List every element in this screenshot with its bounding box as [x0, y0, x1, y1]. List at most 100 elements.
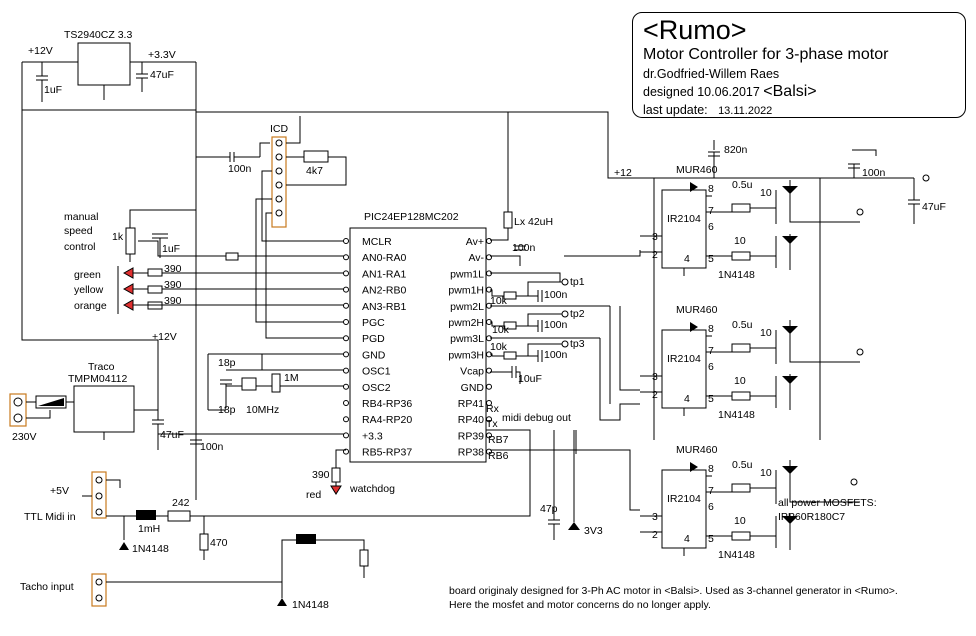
mcu-pin-dot-r [486, 432, 492, 439]
rb7-label: RB7 [488, 434, 509, 446]
gate-res-label: 10 [734, 515, 746, 527]
pwm2-res-label: 10k [492, 324, 510, 336]
led-yellow-res-label: 390 [164, 279, 182, 291]
av-cap-label: 100n [512, 242, 536, 254]
gate-res-hi [731, 343, 751, 353]
pot-value-label: 1k [112, 231, 124, 243]
title-block: <Rumo> Motor Controller for 3-phase moto… [632, 12, 966, 118]
mcu-left-pin: RA4-RP20 [362, 414, 412, 426]
led-orange: orange 390 [74, 266, 346, 314]
midi-label: TTL Midi in [24, 511, 76, 523]
mcu-left-pin: MCLR [362, 236, 392, 248]
gate-res-lo [731, 531, 751, 541]
icd-section: ICD 100n 4k7 [196, 116, 347, 339]
led-yellow: yellow 390 [74, 279, 346, 296]
osc-c2-label: 18p [218, 404, 236, 416]
psu-part-label: TMPM04112 [68, 373, 127, 385]
mcu-pin-dot-r [486, 238, 492, 244]
mcu-pin-dot-r [486, 400, 492, 406]
mcu-left-pin: RB4-RP36 [362, 398, 412, 410]
mcu-right-pin: RP38 [458, 447, 484, 459]
mosfet-lo-icon [782, 376, 798, 384]
driver-box [661, 469, 707, 549]
footer-note: board originaly designed for 3-Ph AC mot… [449, 584, 898, 612]
led-yellow-label: yellow [74, 284, 104, 296]
driver-pin-label: 6 [708, 221, 714, 233]
mcu-left-pin: GND [362, 349, 386, 361]
driver-pin-label: 5 [708, 533, 714, 545]
tp2-label: tp2 [570, 308, 585, 320]
driver-pin-label: 2 [652, 389, 658, 401]
driver-pin-label: 6 [708, 361, 714, 373]
boot-cap-label: 0.5u [732, 459, 753, 471]
mcu-left-pin: AN3-RB1 [362, 301, 407, 313]
rail-3v3-label: +3.3V [148, 49, 176, 61]
mur-label: MUR460 [676, 304, 718, 316]
title: <Rumo> [643, 15, 747, 45]
mcu-right-pin: pwm2L [450, 301, 484, 313]
driver-label: IR2104 [667, 213, 701, 225]
mcu-pin-dot-l [343, 270, 349, 277]
pwm1-res-label: 10k [490, 295, 508, 307]
tp1-label: tp1 [570, 276, 585, 288]
midi-r2 [199, 533, 209, 551]
mosfet-hi-icon [782, 326, 798, 334]
driver-pin-label: 3 [652, 511, 658, 523]
out-cap2-label: 47uF [922, 201, 946, 213]
icd-res-label: 4k7 [306, 165, 323, 177]
note-line-1: board originaly designed for 3-Ph AC mot… [449, 585, 898, 597]
mcu-left-pin: +3.3 [362, 430, 383, 442]
tacho-diode-label: 1N4148 [292, 599, 329, 611]
pwm3-res [503, 351, 517, 360]
author: dr.Godfried-Willem Raes [643, 67, 780, 81]
regulator-part-label: TS2940CZ 3.3 [64, 29, 132, 41]
mur-label: MUR460 [676, 444, 718, 456]
mcu-pin-dot-l [343, 383, 349, 390]
mosfet-hi-icon [782, 186, 798, 194]
gate-diode-label: 1N4148 [718, 269, 755, 281]
mcu-right-pin: Vcap [460, 366, 484, 378]
watchdog: 390 red watchdog [306, 449, 395, 501]
zener-icon [568, 522, 580, 530]
tp3-label: tp3 [570, 338, 585, 350]
vcap-label: 10uF [518, 373, 542, 385]
watchdog-res-label: 390 [312, 469, 330, 481]
pwm2-res [503, 321, 517, 330]
midi-inductor [136, 510, 156, 520]
driver-pin-label: 4 [684, 393, 690, 405]
mcu-right-pins: Av+Av-pwm1Lpwm1Hpwm2Lpwm2Hpwm3Lpwm3HVcap… [448, 236, 492, 459]
mcu-left-pin: AN0-RA0 [362, 252, 407, 264]
driver-wires [640, 180, 860, 276]
watchdog-led-icon [330, 485, 342, 495]
gate-res-hi [731, 483, 751, 493]
driver-box [661, 189, 707, 269]
psu-section: +12V Traco TMPM04112 230V 47uF 100n [9, 331, 346, 455]
design-line: designed 10.06.2017 <Balsi> [643, 83, 955, 101]
subtitle: Motor Controller for 3-phase motor [643, 46, 889, 63]
led-orange-res-label: 390 [164, 295, 182, 307]
watchdog-label: watchdog [349, 483, 395, 495]
update-date: 13.11.2022 [718, 105, 773, 117]
led-green-icon [122, 267, 134, 279]
mcu-left-pin: OSC2 [362, 382, 391, 394]
mcu-left-pin: PGD [362, 333, 385, 345]
pwm1-res [503, 291, 517, 300]
mcu-right-pin: RP41 [458, 398, 484, 410]
driver-pin-label: 7 [708, 345, 714, 357]
gate-res-lo [731, 251, 751, 261]
mur-diode-icon [690, 462, 698, 472]
osc-section: 18p 18p 10MHz 1M [207, 353, 346, 416]
mcu-pin-dot-l [343, 286, 349, 293]
mcu-right-pin: Av- [468, 252, 484, 264]
designed-date: 10.06.2017 [697, 85, 760, 99]
update-label: last update: [643, 103, 708, 117]
mcu-pin-dot-r [486, 416, 492, 423]
mcu-pin-dot-l [343, 416, 349, 423]
pot-label-3: control [64, 241, 96, 253]
lx-inductor [503, 211, 513, 229]
led-green-res-label: 390 [164, 263, 182, 275]
note-line-2: Here the mosfet and motor concerns do no… [449, 599, 711, 611]
psu-cap1-label: 47uF [160, 429, 184, 441]
